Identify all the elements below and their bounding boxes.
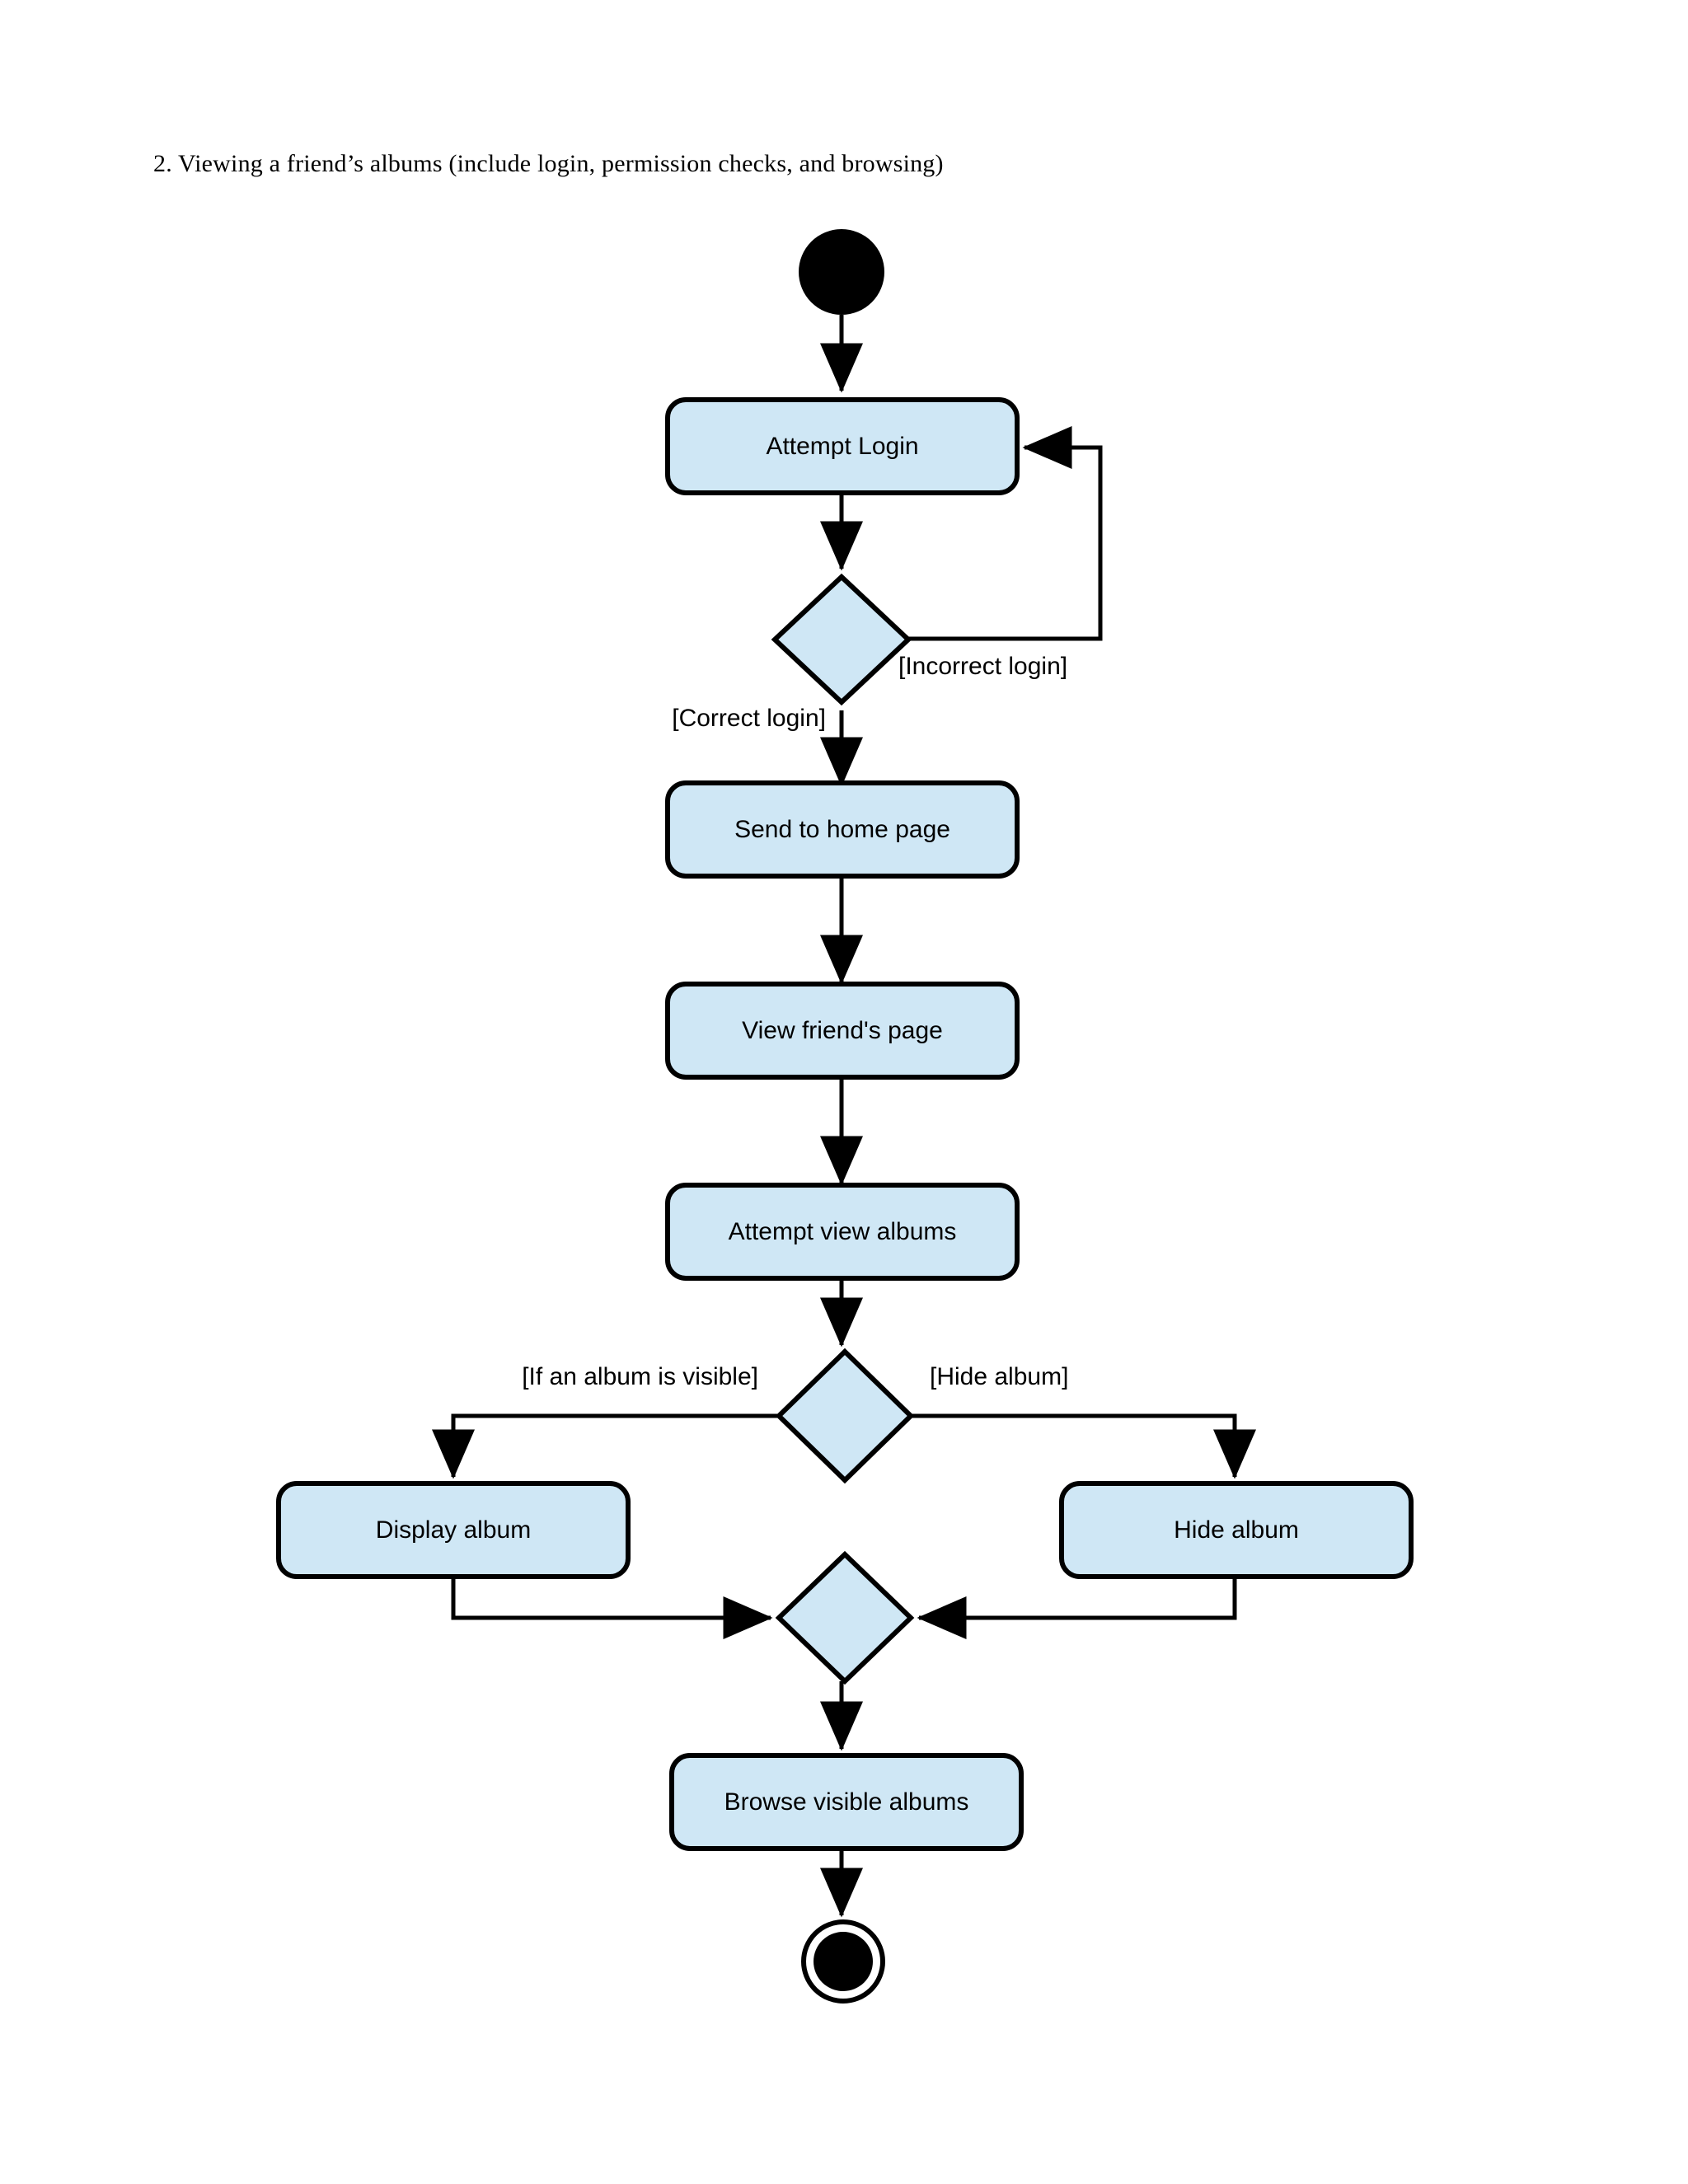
action-view-friends-page-box[interactable]	[665, 982, 1020, 1080]
action-attempt-login-box[interactable]	[665, 397, 1020, 495]
flow-hide-album-branch	[912, 1413, 1256, 1479]
merge-node[interactable]	[775, 1550, 915, 1685]
action-view-friends-page-label: View friend's page	[742, 1017, 943, 1044]
action-send-home-page[interactable]: Send to home page	[665, 780, 1020, 879]
action-attempt-login-label: Attempt Login	[766, 433, 918, 460]
action-view-friends-page[interactable]: View friend's page	[665, 982, 1020, 1080]
final-node-core	[814, 1932, 873, 1991]
action-send-home-page-box[interactable]	[665, 780, 1020, 879]
action-hide-album[interactable]: Hide album	[1059, 1481, 1414, 1579]
final-node[interactable]	[801, 1919, 885, 2004]
action-display-album[interactable]: Display album	[276, 1481, 631, 1579]
action-browse-visible-albums[interactable]: Browse visible albums	[669, 1753, 1024, 1851]
guard-album-visible: [If an album is visible]	[522, 1363, 758, 1390]
flow-album-visible-to-display-album	[431, 1413, 777, 1479]
flow-hide-album-to-merge	[917, 1578, 1237, 1639]
action-display-album-box[interactable]	[276, 1481, 631, 1579]
flow-incorrect-login-loopback	[908, 425, 1103, 641]
decision-album-visibility[interactable]	[775, 1347, 915, 1484]
action-browse-visible-albums-box[interactable]	[669, 1753, 1024, 1851]
page-title: 2. Viewing a friend’s albums (include lo…	[153, 150, 944, 177]
guard-incorrect-login: [Incorrect login]	[898, 653, 1067, 680]
flow-display-album-to-merge	[451, 1578, 773, 1640]
action-attempt-login[interactable]: Attempt Login	[665, 397, 1020, 495]
action-browse-visible-albums-label: Browse visible albums	[724, 1788, 969, 1816]
decision-login-check[interactable]	[771, 573, 912, 706]
action-attempt-view-albums-label: Attempt view albums	[729, 1218, 957, 1245]
action-hide-album-box[interactable]	[1059, 1481, 1414, 1579]
initial-node[interactable]	[799, 229, 884, 315]
action-display-album-label: Display album	[376, 1516, 531, 1544]
final-node-ring	[801, 1919, 885, 2004]
action-send-home-page-label: Send to home page	[734, 816, 950, 843]
guard-correct-login: [Correct login]	[672, 705, 826, 732]
guard-hide-album: [Hide album]	[930, 1363, 1068, 1390]
action-attempt-view-albums-box[interactable]	[665, 1183, 1020, 1281]
action-attempt-view-albums[interactable]: Attempt view albums	[665, 1183, 1020, 1281]
action-hide-album-label: Hide album	[1174, 1516, 1299, 1544]
